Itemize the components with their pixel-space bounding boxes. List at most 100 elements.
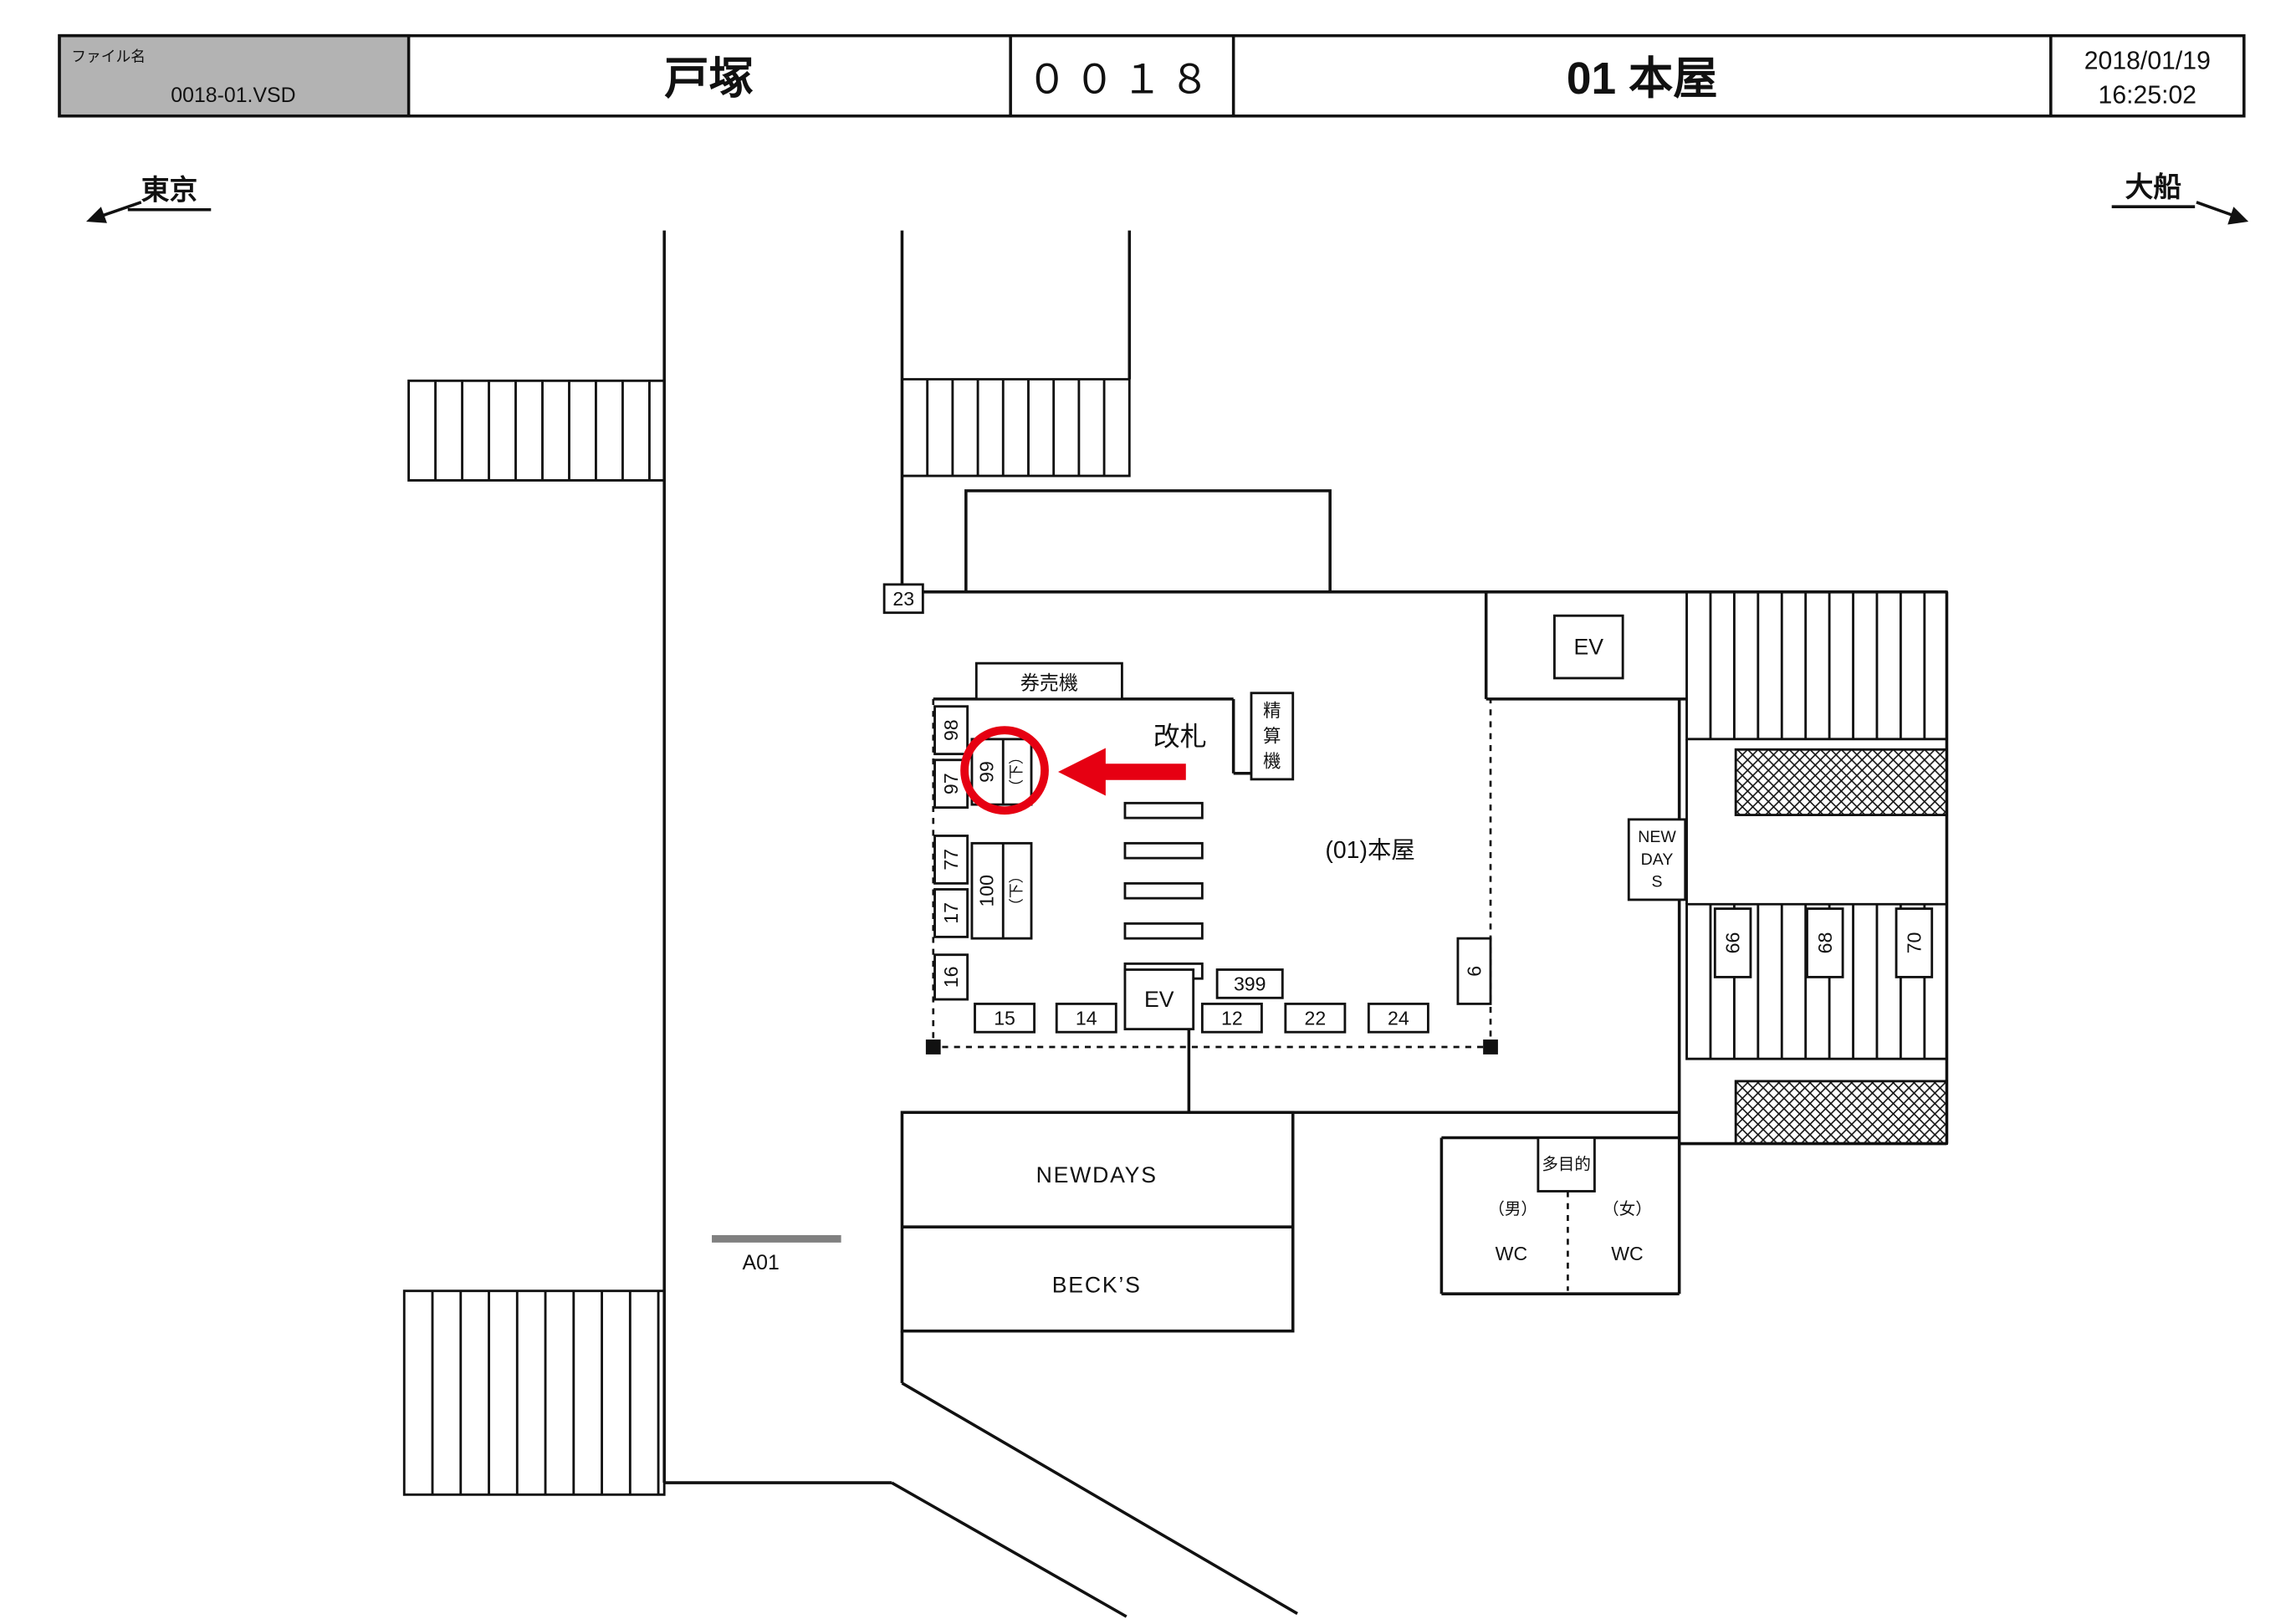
- svg-text:399: 399: [1234, 973, 1266, 994]
- exit-a01-label: A01: [743, 1251, 780, 1274]
- position-70: 70: [1895, 907, 1934, 978]
- newdays-kiosk: NEW DAY S: [1627, 818, 1687, 901]
- concourse-boundary-dotted: [925, 698, 1498, 1055]
- svg-text:66: 66: [1722, 932, 1744, 954]
- file-name-value: 0018-01.VSD: [171, 84, 295, 107]
- svg-text:100: 100: [976, 875, 998, 907]
- station-code: ００１８: [1027, 59, 1217, 103]
- escalator-lower: [1734, 1080, 1948, 1146]
- wc-left-label: WC: [1496, 1243, 1527, 1264]
- svg-text:70: 70: [1903, 932, 1925, 954]
- position-99: 99 （下）: [970, 738, 1033, 806]
- position-14: 14: [1055, 1002, 1117, 1034]
- stair-treads: [901, 378, 1131, 477]
- wc-male-label: （男）: [1488, 1200, 1537, 1218]
- file-name-label: ファイル名: [71, 49, 146, 65]
- station-name: 戸塚: [664, 54, 754, 104]
- svg-text:23: 23: [892, 588, 914, 610]
- time-stamp: 16:25:02: [2099, 81, 2197, 109]
- stair-treads: [402, 1289, 666, 1496]
- svg-text:14: 14: [1076, 1007, 1097, 1029]
- svg-text:12: 12: [1221, 1007, 1243, 1029]
- svg-text:16: 16: [940, 967, 962, 988]
- position-15: 15: [974, 1002, 1036, 1034]
- date-stamp: 2018/01/19: [2084, 47, 2211, 74]
- ticket-machines-label: 券売機: [1020, 672, 1078, 693]
- escalator-upper: [1734, 748, 1948, 816]
- direction-ofuna-label: 大船: [2125, 171, 2181, 203]
- right-arrow-head-icon: [2227, 207, 2249, 225]
- svg-text:97: 97: [940, 773, 962, 794]
- position-16: 16: [933, 953, 969, 1001]
- title-block: ファイル名 0018-01.VSD 戸塚 ００１８ 01 本屋 2018/01/…: [58, 33, 2246, 118]
- ticket-gate-label: 改札: [1153, 721, 1207, 751]
- position-399: 399: [1215, 968, 1284, 999]
- direction-tokyo-label: 東京: [141, 175, 197, 207]
- newdays-kiosk-line: DAY: [1641, 850, 1674, 869]
- svg-text:24: 24: [1388, 1007, 1409, 1029]
- position-97: 97: [933, 758, 969, 809]
- file-name-cell: [58, 33, 411, 118]
- boundary-corner-marker: [925, 1039, 941, 1055]
- svg-text:77: 77: [940, 849, 962, 871]
- walls: [662, 230, 1949, 1618]
- svg-text:99: 99: [976, 761, 998, 783]
- position-98: 98: [933, 705, 969, 756]
- position-77: 77: [933, 835, 969, 885]
- page-title: 01 本屋: [1567, 54, 1718, 104]
- ticket-gate-bars: [1123, 801, 1204, 980]
- left-arrow-icon: [97, 201, 142, 219]
- wc-female-label: （女）: [1603, 1200, 1652, 1218]
- title-block-frame: [58, 33, 2246, 118]
- area-label: (01)本屋: [1325, 837, 1414, 864]
- highlight-arrow-head: [1058, 748, 1106, 796]
- position-66: 66: [1713, 907, 1752, 978]
- position-22: 22: [1284, 1002, 1347, 1034]
- position-6: 6: [1456, 937, 1492, 1005]
- stair-treads: [1685, 902, 1948, 1060]
- svg-text:17: 17: [940, 902, 962, 924]
- position-12: 12: [1200, 1002, 1263, 1034]
- boundary-corner-marker: [1483, 1039, 1498, 1055]
- stairs-top-center: [901, 378, 1131, 477]
- exit-a01: A01: [712, 1234, 841, 1274]
- becks-shop-label: BECK’S: [1052, 1273, 1142, 1298]
- wc-area: 多目的 （男） （女） WC WC: [1488, 1136, 1652, 1291]
- stair-treads: [1685, 590, 1948, 741]
- position-68: 68: [1806, 907, 1844, 978]
- direction-tokyo: 東京: [86, 175, 212, 223]
- svg-text:（下）: （下）: [1008, 869, 1025, 913]
- stair-treads: [407, 379, 666, 482]
- wc-right-label: WC: [1611, 1243, 1643, 1264]
- svg-text:68: 68: [1814, 932, 1836, 954]
- left-arrow-head-icon: [86, 207, 107, 223]
- svg-text:（下）: （下）: [1008, 749, 1025, 794]
- highlight-circle: [960, 726, 1049, 815]
- elevator-lower: EV: [1123, 968, 1195, 1031]
- ticket-machines: 券売機: [974, 661, 1123, 701]
- svg-text:15: 15: [994, 1007, 1015, 1029]
- position-23: 23: [882, 583, 924, 615]
- newdays-kiosk-line: S: [1651, 873, 1662, 891]
- svg-text:22: 22: [1305, 1007, 1327, 1029]
- ad-positions: 23 98 97 99 （下） 77 100 （下） 17: [882, 583, 1934, 1034]
- newdays-kiosk-line: NEW: [1638, 828, 1676, 846]
- svg-text:多目的: 多目的: [1542, 1155, 1591, 1173]
- position-17: 17: [933, 888, 969, 938]
- fare-adjustment-label: 精算機: [1263, 701, 1281, 771]
- elevator-upper-label: EV: [1574, 635, 1604, 660]
- position-100: 100 （下）: [970, 841, 1033, 940]
- elevator-upper: EV: [1553, 614, 1624, 680]
- direction-ofuna: 大船: [2111, 171, 2249, 225]
- position-24: 24: [1367, 1002, 1429, 1034]
- stairs-top-left: [407, 379, 666, 482]
- stairs-right-upper: [1685, 590, 1948, 741]
- svg-text:98: 98: [940, 719, 962, 741]
- fare-adjustment-machine: 精算機: [1250, 692, 1295, 781]
- newdays-shop-label: NEWDAYS: [1036, 1162, 1158, 1187]
- stairs-bottom-left: [402, 1289, 666, 1496]
- elevator-lower-label: EV: [1144, 987, 1174, 1012]
- multipurpose-toilet: 多目的: [1537, 1136, 1596, 1192]
- highlight-annotation: [960, 726, 1186, 815]
